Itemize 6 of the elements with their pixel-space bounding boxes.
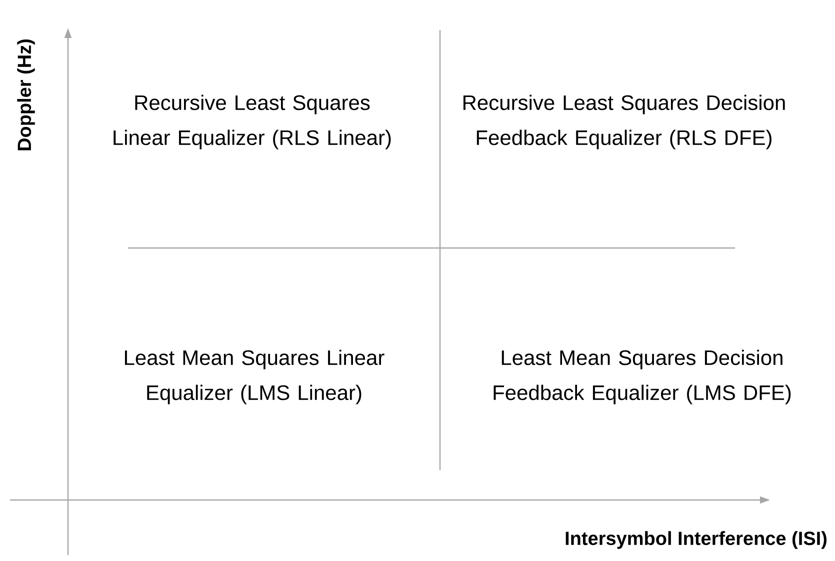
axis-title: Doppler (Hz)	[17, 40, 35, 150]
quadrant-label: Recursive Least Squares Decision Feedback Equalizer (RLS DFE)	[464, 94, 785, 150]
quadrant-label: Least Mean Squares Decision Feedback Equalizer (LMS DFE)	[494, 350, 791, 404]
quadrant-label: Least Mean Squares Linear Equalizer (LMS Linear)	[124, 350, 384, 404]
quadrant-label: Recursive Least Squares Linear Equalizer (RLS Linear)	[114, 94, 391, 150]
axis-title: Intersymbol Interference (ISI)	[566, 531, 826, 549]
